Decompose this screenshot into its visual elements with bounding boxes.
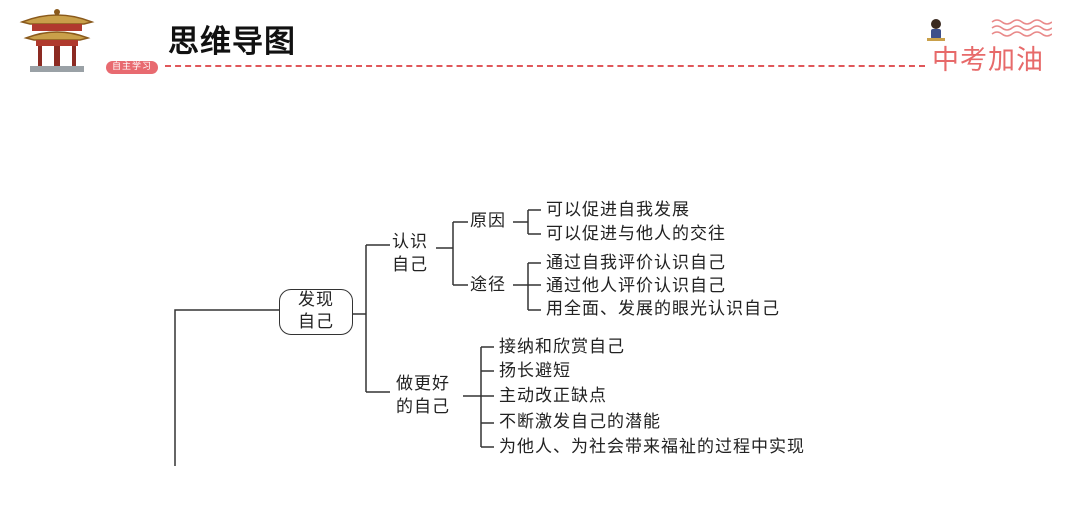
subbranch-reason: 原因	[470, 211, 506, 231]
better-self-item: 扬长避短	[499, 361, 571, 381]
subbranch-way: 途径	[470, 275, 506, 295]
better-self-item: 为他人、为社会带来福祉的过程中实现	[499, 437, 805, 457]
way-item: 通过他人评价认识自己	[546, 276, 726, 296]
root-node	[279, 289, 353, 335]
root-label-line1: 发现	[298, 290, 334, 310]
reason-item: 可以促进与他人的交往	[546, 224, 726, 244]
header-divider	[165, 65, 925, 67]
better-self-item: 不断激发自己的潜能	[499, 412, 661, 432]
cheer-text: 中考加油	[932, 45, 1044, 76]
branch-better-self-line1: 做更好	[396, 374, 450, 394]
section-badge: 自主学习	[106, 61, 158, 74]
page-title: 思维导图	[168, 24, 296, 60]
student-figure-icon	[927, 19, 945, 41]
way-item: 用全面、发展的眼光认识自己	[546, 299, 780, 319]
branch-know-self-line2: 自己	[392, 255, 428, 275]
reason-item: 可以促进自我发展	[546, 200, 690, 220]
better-self-item: 接纳和欣赏自己	[499, 337, 625, 357]
branch-know-self-line1: 认识	[392, 232, 428, 252]
better-self-item: 主动改正缺点	[499, 386, 607, 406]
pavilion-icon	[19, 9, 95, 72]
wave-icon	[991, 19, 1052, 37]
root-label-line2: 自己	[298, 312, 334, 332]
way-item: 通过自我评价认识自己	[546, 253, 726, 273]
branch-better-self-line2: 的自己	[396, 397, 450, 417]
